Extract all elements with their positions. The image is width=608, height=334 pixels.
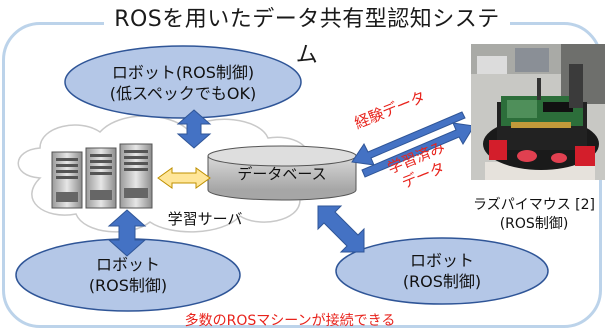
robot-top-ellipse (64, 45, 302, 119)
server-rack-icon (51, 143, 153, 209)
robot-top-label-line2: (低スペックでもOK) (109, 84, 257, 103)
robot-bottom-left-label: ロボット (ROS制御) (48, 254, 208, 296)
raspi-caption-line1: ラズパイマウス [2] (472, 197, 595, 213)
diagram-title: ROSを用いたデータ共有型認知システム (104, 2, 510, 68)
robot-top-arrow (176, 109, 212, 149)
robot-bottom-left-label-line1: ロボット (95, 255, 160, 274)
server-label: 学習サーバ (167, 210, 243, 228)
robot-bottom-right-ellipse (335, 237, 549, 305)
robot-bottom-left-arrow (107, 209, 147, 257)
learned-data-arrow (361, 122, 475, 178)
server-db-arrow (157, 167, 211, 189)
robot-bottom-right-label-line2: (ROS制御) (402, 272, 482, 291)
raspi-caption: ラズパイマウス [2] (ROS制御) (464, 196, 604, 234)
robot-bottom-right-arrow (317, 205, 365, 253)
database-cylinder (207, 145, 357, 201)
robot-bottom-left-label-line2: (ROS制御) (88, 276, 168, 295)
robot-bottom-right-label-line1: ロボット (409, 251, 474, 270)
robot-top-label-line1: ロボット(ROS制御) (111, 63, 255, 82)
bottom-caption: 多数のROSマシーンが接続できる (184, 313, 396, 329)
database-label: データベース (237, 165, 327, 183)
experience-data-arrow (351, 111, 466, 166)
robot-top-label: ロボット(ROS制御) (低スペックでもOK) (93, 62, 273, 104)
robot-bottom-right-label: ロボット (ROS制御) (362, 250, 522, 292)
raspi-mouse-photo (471, 44, 605, 180)
raspi-caption-line2: (ROS制御) (499, 216, 569, 232)
